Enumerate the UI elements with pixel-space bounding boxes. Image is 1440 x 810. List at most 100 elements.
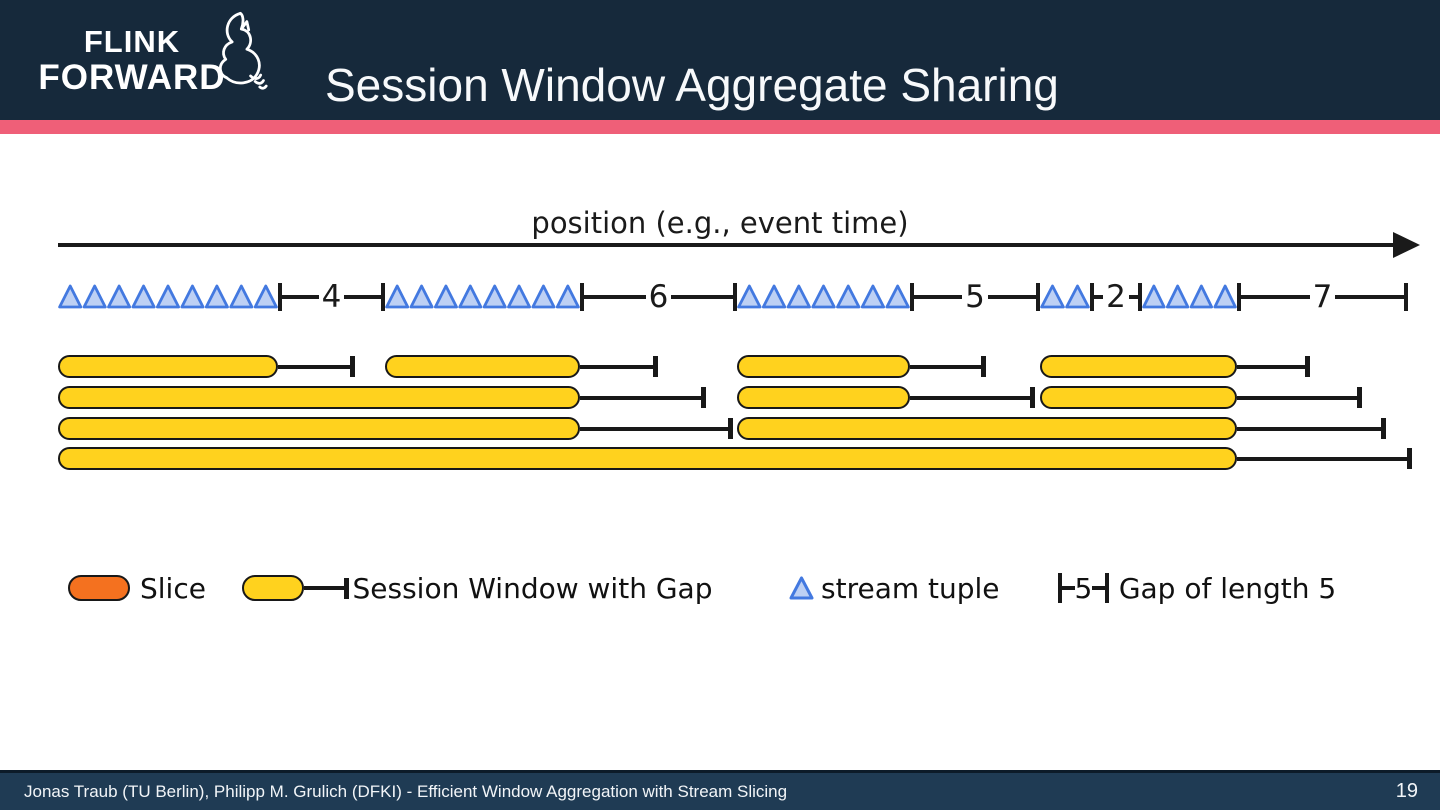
session-window-pill [58,447,1237,470]
gap-line-icon [1335,295,1405,299]
gap-line-icon [1092,586,1106,590]
gap-left-tick-icon [1237,283,1241,311]
gap-line [1237,365,1307,369]
gap-line-icon [1128,295,1139,299]
gap-left-tick-icon [1090,283,1094,311]
gap-end-tick [1357,387,1362,408]
tuple-group [385,280,580,314]
gap-line [580,396,703,400]
gap-length-value: 5 [965,279,985,315]
slide-footer: Jonas Traub (TU Berlin), Philipp M. Grul… [0,770,1440,810]
gap-length-value: 7 [1312,279,1333,315]
legend-item-slice: Slice [68,568,206,608]
gap-line [580,365,655,369]
gap-end-tick [653,356,658,377]
gap-line-icon [914,295,963,299]
legend-item-gap: 5 Gap of length 5 [1058,568,1336,608]
gap-end-tick [701,387,706,408]
legend-tuple-label: stream tuple [821,571,1000,605]
gap-left-tick-icon [580,283,584,311]
session-window-pill [1040,355,1237,378]
gap-right-tick-icon [1036,283,1041,311]
gap-line [1237,457,1409,461]
session-window-pill [58,386,580,409]
gap-line-icon [344,295,382,299]
tuple-group [1040,280,1090,314]
flink-squirrel-logo-icon [218,11,268,90]
gap-end-tick-icon [344,577,349,599]
slide-header: FLINK FORWARD Session Window Aggregate S… [0,0,1440,120]
gap-line-icon [987,295,1037,299]
gap-end-tick [1030,387,1035,408]
legend: Slice Session Window with Gap stream tup… [0,568,1440,608]
gap-line-icon [282,295,319,299]
gap-line [1237,427,1383,431]
gap-line-icon [304,586,344,590]
gap-marker: 6 [580,279,738,315]
gap-length-value: 4 [321,279,342,315]
session-window-pill [737,355,910,378]
stream-tuple-triangles-icon [737,284,910,309]
stream-tuple-triangles-icon [385,284,580,309]
gap-marker: 4 [278,279,386,315]
stream-tuple-triangle-icon [789,576,814,600]
gap-right-tick-icon [1105,573,1109,603]
axis-label: position (e.g., event time) [531,206,909,240]
time-axis-arrowhead-icon [1393,232,1420,258]
gap-line [910,365,983,369]
session-window-pill [737,386,910,409]
gap-line-icon [1061,586,1075,590]
gap-right-tick-icon [1404,283,1409,311]
gap-line-icon [1094,295,1104,299]
gap-line-icon [671,295,734,299]
gap-marker: 7 [1237,279,1409,315]
legend-gap-label: Gap of length 5 [1118,571,1337,605]
slice-pill-icon [68,575,130,601]
stream-tuple-triangles-icon [1142,284,1237,309]
gap-marker: 5 [910,279,1041,315]
gap-marker: 2 [1090,279,1143,315]
logo-text-forward: FORWARD [38,58,226,97]
legend-slice-label: Slice [140,571,206,605]
gap-right-tick-icon [381,283,386,311]
session-window-pill [385,355,580,378]
accent-divider [0,120,1440,134]
gap-line [910,396,1032,400]
gap-length-value: 2 [1106,279,1126,315]
gap-line-icon [584,295,646,299]
page-number: 19 [1395,780,1418,802]
session-window-pill [58,355,278,378]
legend-item-session-window: Session Window with Gap [242,568,712,608]
gap-end-tick [981,356,986,377]
gap-end-tick [1407,448,1412,469]
gap-line-icon [1241,295,1310,299]
gap-end-tick [728,418,733,439]
tuple-group [737,280,910,314]
gap-left-tick-icon [278,283,282,311]
gap-line [580,427,730,431]
gap-left-tick-icon [910,283,914,311]
legend-session-label: Session Window with Gap [352,571,713,605]
stream-tuple-triangles-icon [58,284,278,309]
gap-length-value: 6 [648,279,669,315]
session-window-pill [58,417,580,440]
page-title: Session Window Aggregate Sharing [325,59,1059,111]
gap-right-tick-icon [1138,283,1143,311]
session-window-pill [737,417,1237,440]
logo-text-flink: FLINK [83,24,181,59]
tuple-group [1142,280,1237,314]
gap-left-tick-icon [1058,573,1062,603]
gap-end-tick [1381,418,1386,439]
gap-right-tick-icon [733,283,738,311]
gap-end-tick [1305,356,1310,377]
time-axis-line [58,243,1398,247]
gap-measure-icon: 5 [1058,572,1109,605]
stream-tuple-row: 4 6 5 2 7 [0,280,1440,314]
tuple-group [58,280,278,314]
stream-tuple-triangles-icon [1040,284,1090,309]
session-window-pill [1040,386,1237,409]
legend-item-stream-tuple: stream tuple [788,568,1000,608]
flink-forward-logo: FLINK FORWARD [16,26,248,95]
gap-line [278,365,352,369]
gap-end-tick [350,356,355,377]
